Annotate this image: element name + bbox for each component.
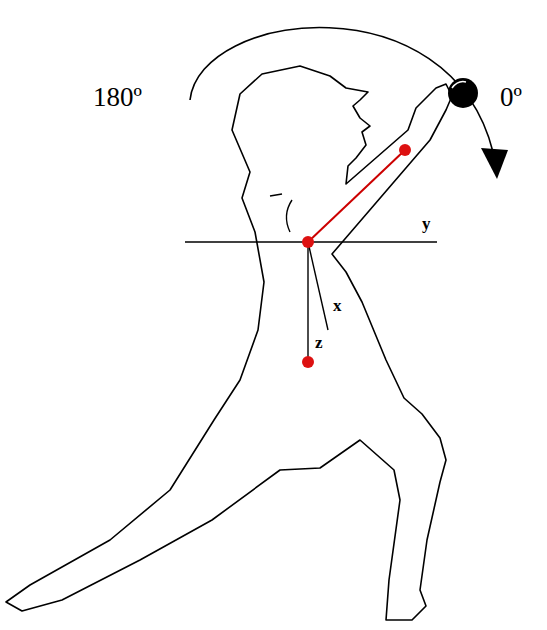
wrist-joint bbox=[399, 144, 411, 156]
axis-label: z bbox=[315, 333, 323, 353]
pitcher-silhouette bbox=[6, 66, 452, 620]
baseball bbox=[448, 78, 478, 108]
ball-seam bbox=[452, 82, 466, 88]
x-axis-line bbox=[308, 242, 328, 330]
shoulder-joint bbox=[302, 236, 314, 248]
z-axis-line bbox=[307, 242, 308, 360]
angle-label: 180º bbox=[93, 82, 142, 113]
glove-arm-edge bbox=[286, 200, 292, 232]
axis-label: y bbox=[422, 214, 431, 234]
hip-point bbox=[302, 356, 314, 368]
shoulder-mark bbox=[270, 194, 282, 196]
angle-label: 0º bbox=[500, 82, 522, 113]
axis-label: x bbox=[333, 296, 342, 316]
arc-arrowhead bbox=[481, 148, 508, 179]
arm-segment bbox=[308, 150, 405, 242]
